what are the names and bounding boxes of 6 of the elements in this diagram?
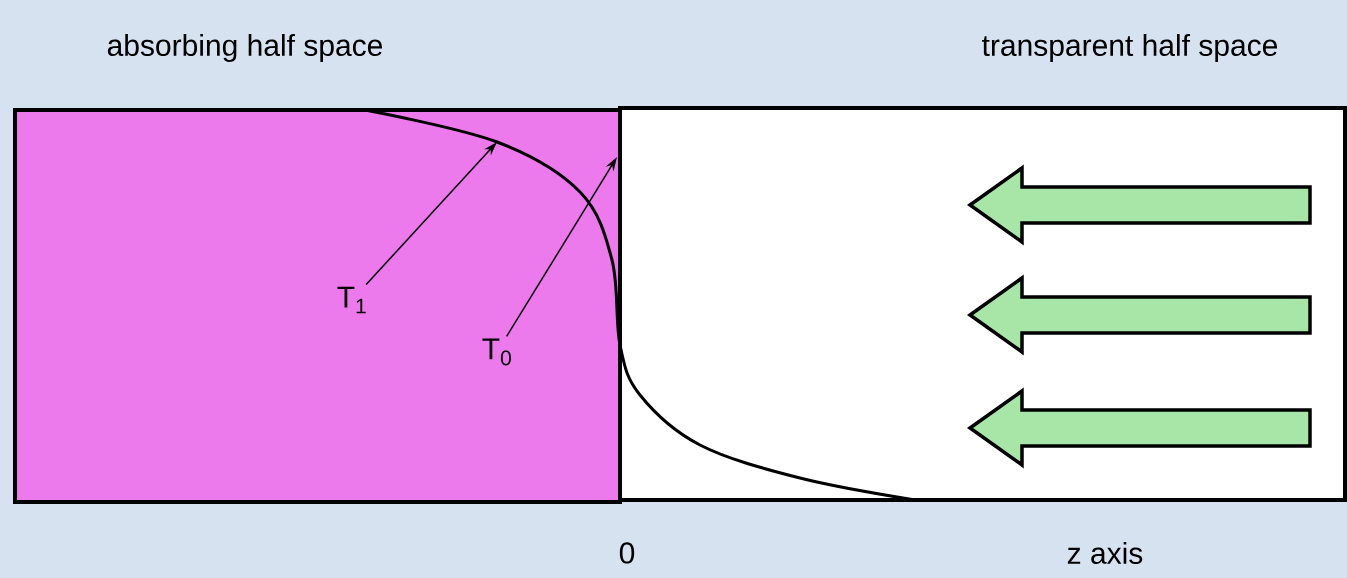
- node-label: absorbing half space: [107, 34, 383, 62]
- axis-label: z axis: [1067, 542, 1143, 564]
- curve-label: T$_{0}$: [482, 338, 511, 366]
- axis-origin-label: 0: [619, 542, 635, 564]
- node-label: transparent half space: [982, 34, 1278, 62]
- curve-label: T$_{1}$: [337, 286, 366, 314]
